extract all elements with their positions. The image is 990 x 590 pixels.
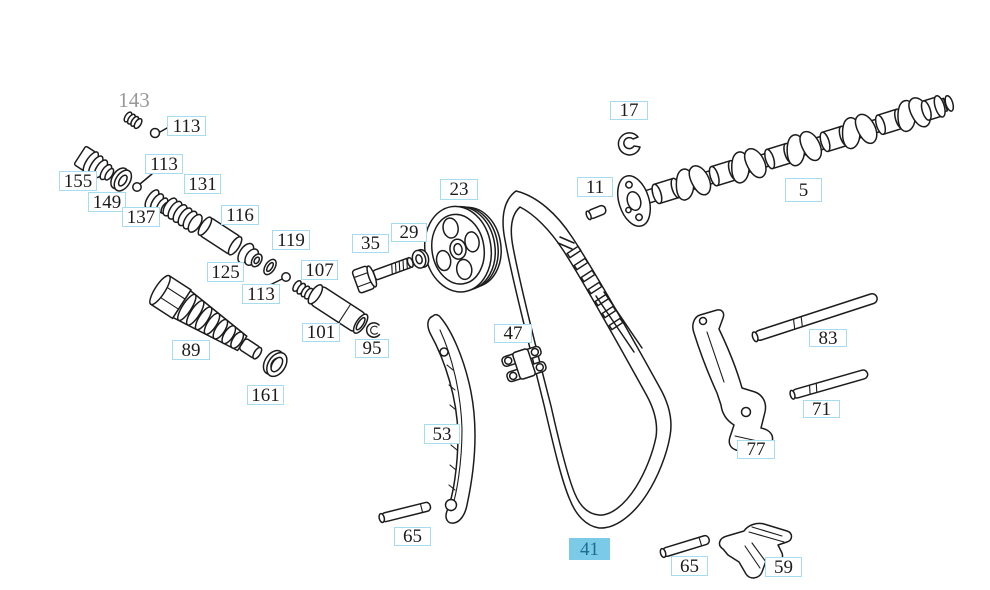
part-label-113b[interactable]: 113 (145, 154, 183, 174)
part-label-53[interactable]: 53 (424, 424, 460, 444)
part-label-113a[interactable]: 113 (167, 116, 206, 136)
small-spring-143-drawing (123, 111, 143, 130)
chain-link-drawing (501, 345, 547, 383)
camshaft-flange (616, 175, 652, 227)
ring-119-drawing (263, 258, 277, 276)
part-label-83[interactable]: 83 (809, 329, 847, 348)
part-label-29[interactable]: 29 (391, 223, 427, 242)
dowel-pin-drawing (585, 204, 607, 221)
snap-ring-95-drawing (365, 322, 381, 338)
stud-short-drawing (789, 369, 869, 400)
part-label-119[interactable]: 119 (272, 230, 310, 250)
ball-113c-drawing (281, 272, 291, 282)
pin-drawing-right (659, 534, 711, 559)
ball-113b-drawing (132, 182, 142, 192)
spring-107-drawing (292, 279, 314, 300)
part-label-89[interactable]: 89 (172, 340, 210, 360)
timing-chain-drawing (502, 190, 672, 529)
part-label-35[interactable]: 35 (352, 234, 389, 253)
guide-rail-drawing (427, 313, 476, 524)
bolt-drawing (351, 256, 414, 294)
stepped-shaft-89-drawing (149, 274, 263, 360)
retainer-125-drawing (237, 242, 263, 268)
part-label-95[interactable]: 95 (355, 339, 389, 358)
part-label-149[interactable]: 149 (88, 192, 126, 212)
part-label-47[interactable]: 47 (494, 324, 532, 343)
stud-long-drawing (751, 293, 878, 343)
cap-155-drawing (73, 145, 115, 181)
valve-spring-131-drawing (162, 197, 203, 233)
part-label-59[interactable]: 59 (765, 557, 802, 577)
part-label-23[interactable]: 23 (440, 179, 478, 200)
chain-link-hatching (557, 236, 643, 353)
part-label-5[interactable]: 5 (785, 178, 822, 202)
ring-149-drawing (110, 167, 133, 192)
part-label-125[interactable]: 125 (207, 262, 244, 282)
ball-113a-drawing (149, 127, 161, 139)
part-label-17[interactable]: 17 (610, 101, 648, 120)
part-label-65R[interactable]: 65 (671, 556, 708, 576)
part-label-155[interactable]: 155 (59, 171, 97, 191)
washer-drawing (411, 248, 430, 269)
camshaft-lobes (675, 97, 932, 201)
part-label-113c[interactable]: 113 (242, 284, 280, 304)
camshaft-end (920, 94, 955, 121)
cylinder-101-drawing (307, 283, 369, 335)
part-label-116[interactable]: 116 (221, 205, 259, 225)
camshaft-drawing (616, 94, 955, 227)
part-label-101[interactable]: 101 (302, 323, 340, 342)
part-label-161[interactable]: 161 (247, 385, 284, 405)
part-label-77[interactable]: 77 (737, 440, 775, 459)
tappet-116-drawing (197, 216, 243, 256)
part-label-71[interactable]: 71 (803, 400, 840, 419)
seal-ring-161-drawing (262, 349, 288, 378)
part-label-143: 143 (118, 87, 150, 112)
part-label-131[interactable]: 131 (184, 174, 221, 194)
part-label-137[interactable]: 137 (122, 207, 160, 227)
sprocket-drawing (423, 205, 502, 293)
part-label-107[interactable]: 107 (301, 260, 338, 280)
part-label-65L[interactable]: 65 (394, 527, 431, 546)
sliding-rail-drawing (718, 522, 793, 579)
part-label-41[interactable]: 41 (569, 538, 610, 560)
half-moon-key-drawing (617, 132, 641, 156)
camshaft-journals (651, 108, 906, 205)
pin-drawing-left (378, 501, 432, 524)
part-label-11[interactable]: 11 (577, 177, 613, 197)
